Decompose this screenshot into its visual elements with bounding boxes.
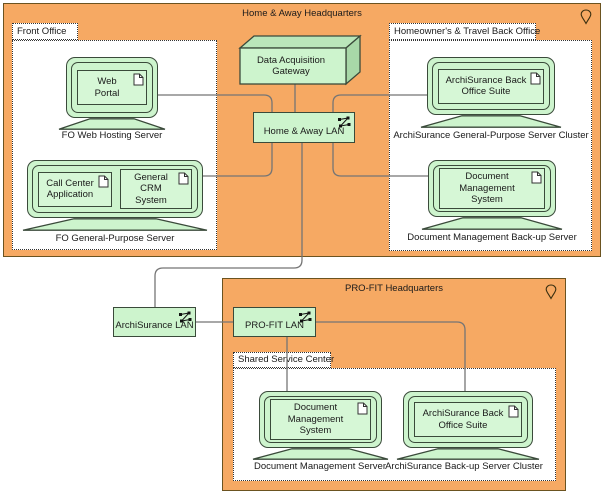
location-title: Home & Away Headquarters bbox=[242, 8, 362, 19]
monitor-screen: Document Management System bbox=[433, 165, 551, 212]
artifact-icon bbox=[98, 175, 109, 187]
artifact-label: Document Management System bbox=[287, 402, 344, 437]
connection-asgp-lan[interactable] bbox=[332, 94, 427, 112]
node-archisurance-gp-server-cluster[interactable]: ArchiSurance Back Office Suite bbox=[427, 57, 555, 115]
monitor-screen: Web Portal bbox=[71, 62, 153, 113]
group-label: Front Office bbox=[17, 25, 67, 37]
artifact-label: Call Center Application bbox=[46, 177, 94, 200]
location-title: PRO-FIT Headquarters bbox=[344, 283, 444, 294]
node-document-management-server[interactable]: Document Management System bbox=[259, 391, 382, 448]
group-label: Homeowner's & Travel Back Office bbox=[394, 25, 541, 37]
network-icon bbox=[338, 116, 351, 128]
monitor-stand bbox=[396, 448, 540, 460]
artifact-icon bbox=[133, 73, 144, 86]
artifact-label: ArchiSurance Back Office Suite bbox=[445, 74, 527, 97]
connection-profitlan-asbackup[interactable] bbox=[316, 321, 466, 391]
node-data-acquisition-gateway[interactable] bbox=[238, 34, 362, 86]
monitor-screen: Document Management System bbox=[264, 396, 377, 443]
group-front-office-tab[interactable]: Front Office bbox=[12, 23, 78, 40]
monitor-screen: Call Center Application General CRM Syst… bbox=[32, 165, 198, 213]
artifact-label: Web Portal bbox=[94, 76, 120, 99]
node-caption: FO Web Hosting Server bbox=[61, 130, 163, 141]
network-home-away-lan[interactable]: Home & Away LAN bbox=[253, 112, 355, 143]
monitor-stand bbox=[252, 448, 389, 460]
artifact-label: Document Management System bbox=[459, 171, 515, 206]
node-caption: Document Management Server bbox=[253, 461, 387, 472]
node-fo-general-purpose-server[interactable]: Call Center Application General CRM Syst… bbox=[27, 160, 203, 218]
connection-fogp-lan[interactable] bbox=[200, 143, 273, 177]
node-caption: Document Management Back-up Server bbox=[407, 232, 577, 243]
location-pin-icon bbox=[545, 284, 557, 300]
node-caption: ArchiSurance Back-up Server Cluster bbox=[385, 461, 543, 472]
group-shared-service-center-tab[interactable]: Shared Service Center bbox=[233, 352, 335, 368]
artifact-web-portal[interactable]: Web Portal bbox=[77, 70, 147, 105]
node-caption: ArchiSurance General-Purpose Server Clus… bbox=[393, 130, 589, 141]
node-caption: FO General-Purpose Server bbox=[55, 233, 175, 244]
network-label: ArchiSurance LAN bbox=[115, 319, 194, 331]
artifact-document-management-system[interactable]: Document Management System bbox=[270, 399, 371, 440]
network-label: PRO-FIT LAN bbox=[245, 319, 304, 331]
monitor-stand bbox=[58, 118, 166, 130]
group-label: Shared Service Center bbox=[238, 354, 335, 366]
node-archisurance-backup-server-cluster[interactable]: ArchiSurance Back Office Suite bbox=[403, 391, 533, 448]
artifact-icon bbox=[531, 171, 542, 184]
connection-webportal-lan[interactable] bbox=[158, 94, 273, 112]
artifact-icon bbox=[178, 172, 189, 185]
monitor-stand bbox=[22, 218, 208, 231]
node-fo-web-hosting-server[interactable]: Web Portal bbox=[66, 57, 158, 118]
artifact-archisurance-back-office-suite[interactable]: ArchiSurance Back Office Suite bbox=[438, 68, 544, 104]
network-archisurance-lan[interactable]: ArchiSurance LAN bbox=[113, 307, 196, 337]
artifact-icon bbox=[508, 405, 519, 418]
location-pin-icon bbox=[580, 9, 592, 25]
connection-homelan-archisurancelan[interactable] bbox=[154, 143, 303, 307]
network-icon bbox=[299, 311, 312, 323]
group-back-office-tab[interactable]: Homeowner's & Travel Back Office bbox=[389, 23, 540, 40]
node-label: Data Acquisition Gateway bbox=[256, 54, 326, 77]
monitor-screen: ArchiSurance Back Office Suite bbox=[408, 396, 528, 443]
artifact-general-crm-system[interactable]: General CRM System bbox=[119, 168, 192, 210]
network-icon bbox=[179, 311, 192, 323]
artifact-icon bbox=[357, 402, 368, 415]
connection-dmbackup-lan[interactable] bbox=[332, 143, 428, 177]
artifact-archisurance-back-office-suite[interactable]: ArchiSurance Back Office Suite bbox=[414, 402, 522, 437]
network-profit-lan[interactable]: PRO-FIT LAN bbox=[233, 307, 316, 337]
artifact-call-center-application[interactable]: Call Center Application bbox=[38, 171, 112, 207]
monitor-stand bbox=[420, 115, 562, 128]
node-document-management-backup-server[interactable]: Document Management System bbox=[428, 160, 556, 217]
artifact-icon bbox=[530, 72, 541, 84]
artifact-label: ArchiSurance Back Office Suite bbox=[422, 408, 504, 431]
monitor-screen: ArchiSurance Back Office Suite bbox=[432, 62, 550, 110]
artifact-label: General CRM System bbox=[134, 171, 168, 206]
artifact-document-management-system[interactable]: Document Management System bbox=[439, 168, 545, 209]
network-label: Home & Away LAN bbox=[263, 125, 345, 137]
monitor-stand bbox=[421, 217, 563, 230]
